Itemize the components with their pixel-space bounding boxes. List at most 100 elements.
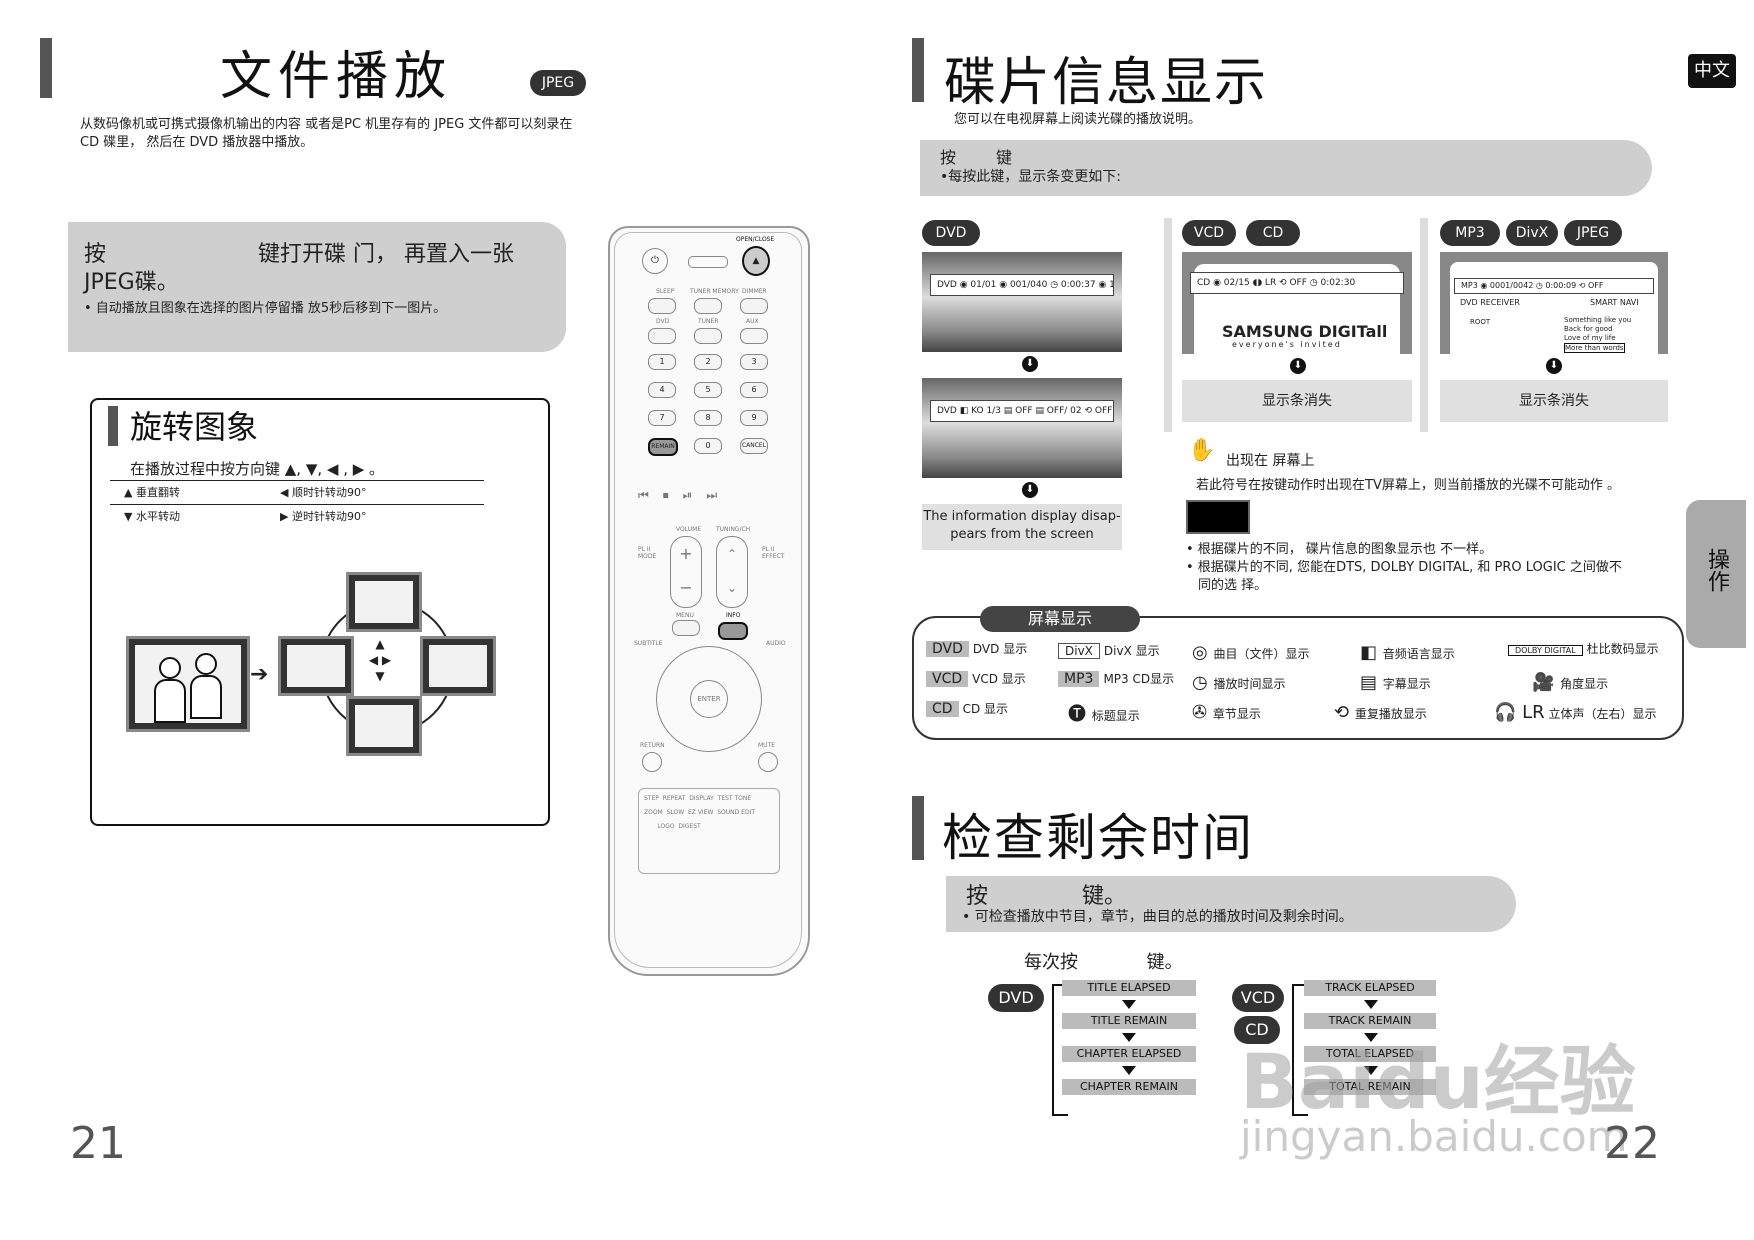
rotate-subtitle: 在播放过程中按方向键 ▲, ▼, ◀ , ▶ 。 [130,460,385,478]
remote-digit-5[interactable]: 5 [694,382,722,398]
dvd-arrow-2: ⬇ [1022,482,1038,498]
vcd-flow-4: TOTAL REMAIN [1304,1079,1436,1095]
remote-nav-ring[interactable] [656,646,762,752]
dvd-flow-3: CHAPTER ELAPSED [1062,1046,1196,1062]
dvd-flow-arrow-3 [1122,1066,1136,1075]
remote-digit-6[interactable]: 6 [740,382,768,398]
remote-dimmer-button[interactable] [740,298,768,314]
remote-digit-4[interactable]: 4 [648,382,676,398]
info-press-box [920,140,1652,196]
mp3-root: ROOT [1470,318,1491,326]
remote-dvd-button[interactable] [648,328,676,344]
mp3-smart-navi: SMART NAVI [1590,298,1639,307]
flip-horizontal-photo [346,696,422,756]
remote-power-button[interactable]: ⏻ [642,248,668,274]
rotate-title-bar [108,406,118,446]
remote-subtitle-label: SUBTITLE [634,640,663,647]
remote-volume-rocker[interactable]: +− [670,536,702,608]
vcd-osd: CD ◉ 02/15 ◖◗ LR ⟲ OFF ◷ 0:02:30 [1190,272,1404,294]
info-press-a: 按 [940,148,957,167]
mp3-receiver-label: DVD RECEIVER [1460,298,1520,307]
remote-digit-8[interactable]: 8 [694,410,722,426]
remote-digit-9[interactable]: 9 [740,410,768,426]
remote-step-label: STEP [644,795,659,802]
remote-menu-button[interactable] [672,620,700,636]
remote-zoom-label: ZOOM [644,809,663,816]
remote-digit-0[interactable]: 0 [694,438,722,454]
remote-open-close-button[interactable]: ▲ [742,246,770,276]
remote-digit-7[interactable]: 7 [648,410,676,426]
arrow-right-icon: ➔ [250,662,269,687]
remote-repeat-label: REPEAT [662,795,686,802]
remote-open-close-label: OPEN/CLOSE [736,236,775,243]
vcd-flow-loop [1292,984,1308,1116]
remote-cancel-button[interactable]: CANCEL [740,438,768,454]
remote-digit-1[interactable]: 1 [648,354,676,370]
vcd-flow-arrow-1 [1364,1000,1378,1009]
black-screen-icon [1186,500,1250,534]
operation-side-label: 操作 [1704,548,1729,592]
remote-digit-2[interactable]: 2 [694,354,722,370]
legend-subtitle: ▤ 字幕显示 [1360,672,1431,693]
left-page-title: 文件播放 [220,47,453,107]
samsung-logo: SAMSUNG DIGITall [1222,322,1388,341]
remote-mute-label: MUTE [758,742,776,749]
remote-return-button[interactable] [642,752,662,772]
remote-info-button[interactable] [718,622,748,640]
remain-press-box [946,876,1516,932]
remote-display-label: DISPLAY [689,795,714,802]
baidu-watermark: Baidu经验 [1240,1037,1636,1126]
mp3-track-2: Back for good [1564,325,1613,333]
remote-digest-label: DIGEST [678,823,701,830]
remote-tuner-memory-label: TUNER MEMORY [690,288,739,295]
info-press-note: •每按此键，显示条变更如下: [940,169,1121,185]
vcd-flow-2: TRACK REMAIN [1304,1013,1436,1029]
remote-test-tone-label: TEST TONE [717,795,752,802]
subtitle-icon: ▤ [1360,672,1383,693]
remote-volume-label: VOLUME [676,526,702,533]
hand-line2: 若此符号在按键动作时出现在TV屏幕上，则当前播放的光碟不可能动作 。 [1196,478,1620,493]
remote-tuning-rocker[interactable]: ⌃⌄ [716,536,748,608]
mp3-osd: MP3 ◉ 0001/0042 ◷ 0:00:09 ⟲ OFF [1454,278,1654,294]
remain-cd-pill: CD [1234,1016,1280,1044]
remote-inner [614,232,802,968]
vcd-pill: VCD [1182,220,1236,246]
remote-plii-mode-label: PL II MODE [638,546,657,560]
rotate-rule1 [110,480,484,481]
remote-digit-3[interactable]: 3 [740,354,768,370]
legend-title: 屏幕显示 [980,606,1140,632]
dvd-flow-1: TITLE ELAPSED [1062,980,1196,996]
mp3-track-1: Something like you [1564,316,1632,324]
remote-logo-label: LOGO [657,823,675,830]
dvd-flow-2: TITLE REMAIN [1062,1013,1196,1029]
dvd-screen-2: DVD ◧ KO 1/3 ▤ OFF ▤ OFF/ 02 ⟲ OFF [922,378,1122,478]
right-page-title: 碟片信息显示 [944,53,1269,113]
remote-slow-label: SLOW [666,809,685,816]
jpeg-pill: JPEG [1564,220,1622,246]
remote-remain-button[interactable]: REMAIN [648,438,678,456]
hand-icon: ✋ [1188,438,1216,463]
remain-vcd-pill: VCD [1232,984,1284,1012]
cd-pill: CD [1246,220,1300,246]
remote-tuner-button[interactable] [694,328,722,344]
legend-track: ◎ 曲目（文件）显示 [1192,642,1310,663]
remote-sleep-button[interactable] [648,298,676,314]
vcd-screen: CD ◉ 02/15 ◖◗ LR ⟲ OFF ◷ 0:02:30 SAMSUNG… [1182,252,1412,354]
legend-audio: ◧ 音频语言显示 [1360,642,1455,663]
remote-transport-row: ⏮⏹⏯⏭ [638,488,732,502]
remote-mute-button[interactable] [758,752,778,772]
dvd-flow-arrow-2 [1122,1033,1136,1042]
original-photo [126,636,250,732]
remote-enter-button[interactable]: ENTER [690,680,728,718]
remote-aux-button[interactable] [740,328,768,344]
remote-pscan-button[interactable] [694,298,722,314]
mp3-track-3: Love of my life [1564,334,1616,342]
mp3-arrow: ⬇ [1546,358,1562,374]
vcd-flow-3: TOTAL ELAPSED [1304,1046,1436,1062]
disc-note-3: 同的选 择。 [1198,578,1268,593]
rotate-ccw-photo [420,636,496,696]
remote-ez-view-label: EZ VIEW [687,809,714,816]
left-title-bar [40,38,52,98]
